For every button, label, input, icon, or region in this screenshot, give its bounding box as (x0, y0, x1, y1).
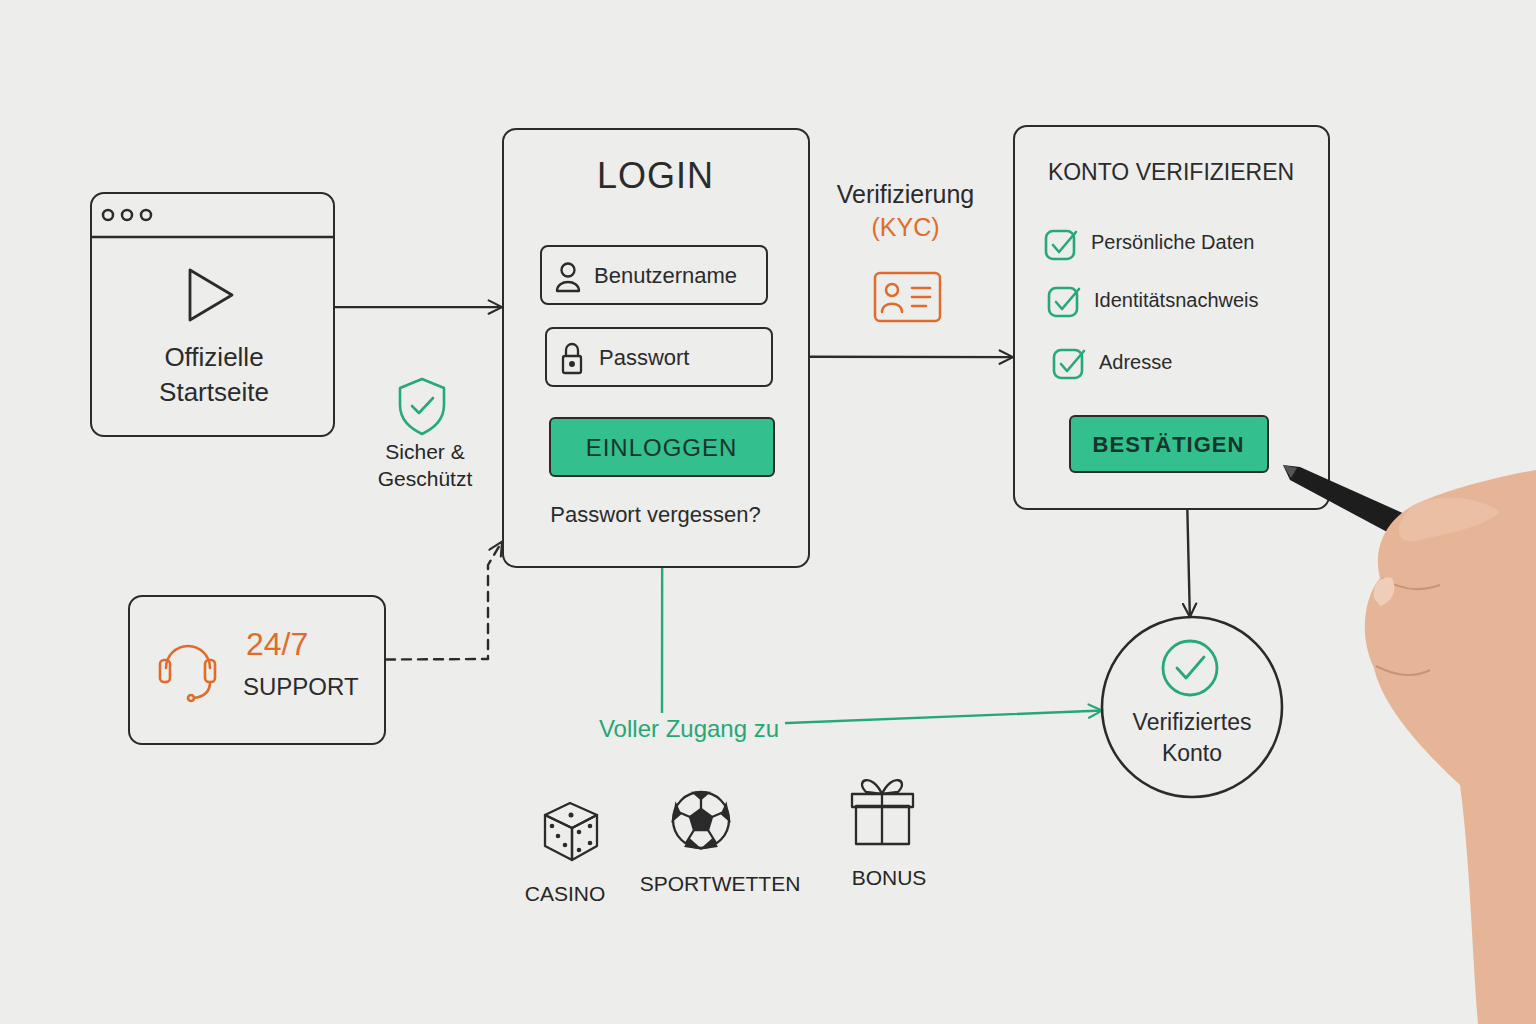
browser-window: Offizielle Startseite (90, 192, 335, 437)
gift-icon (852, 780, 913, 844)
lock-icon (563, 344, 581, 373)
input-field: Passwort (545, 327, 773, 387)
node-text: Identitätsnachweis (1094, 287, 1259, 314)
node-title: Offizielle Startseite (114, 340, 314, 410)
flow-arrow (1187, 510, 1190, 617)
circle-outline (1100, 615, 1284, 799)
check-icon (1046, 231, 1084, 378)
play-icon (190, 270, 232, 320)
node-title: LOGIN (504, 152, 807, 201)
circle-outline (1102, 617, 1282, 797)
node-text: SUPPORT (243, 671, 359, 703)
login-panel: LOGIN Passwort vergessen? BenutzernamePass… (502, 128, 810, 568)
category-label: CASINO (465, 880, 665, 907)
dice-icon (545, 803, 597, 860)
hand-palm (1365, 470, 1536, 1024)
login-button: EINLOGGEN (549, 417, 775, 477)
node-title: Passwort (599, 343, 689, 373)
connector-layer (335, 307, 1190, 728)
hand-thumb (1399, 498, 1500, 542)
verified-check-icon (1163, 641, 1217, 695)
node-text: Persönliche Daten (1091, 229, 1254, 256)
soccer-ball-icon (673, 792, 729, 848)
confirm-button: BESTÄTIGEN (1069, 415, 1269, 473)
fingernail (1374, 577, 1395, 606)
status-circle: Verifiziertes Konto (1100, 615, 1284, 799)
node-title: Verifiziertes Konto (1112, 707, 1272, 769)
node-text: Adresse (1099, 349, 1172, 376)
category-label: SPORTWETTEN (620, 870, 820, 897)
hand-fold (1376, 578, 1440, 675)
user-icon (557, 264, 579, 292)
node-text: Passwort vergessen? (504, 500, 807, 530)
security-note: Sicher & Geschützt (355, 438, 495, 493)
pen-tip (1283, 465, 1297, 478)
edge-label: Verifizierung (KYC) (818, 178, 993, 243)
node-title: KONTO VERIFIZIEREN (1015, 157, 1327, 188)
node-title: Benutzername (594, 261, 737, 291)
flow-arrow (335, 306, 502, 308)
headset-icon (160, 646, 215, 701)
category-label: BONUS (789, 864, 989, 891)
edge-label: Voller Zugang zu (593, 713, 785, 744)
verification-panel: KONTO VERIFIZIEREN Persönliche DatenIdent… (1013, 125, 1330, 510)
id-card-icon (875, 273, 940, 321)
node-title: BESTÄTIGEN (1071, 430, 1266, 460)
support-box: 24/7SUPPORT (128, 595, 386, 745)
flow-arrow (810, 356, 1013, 359)
node-title: EINLOGGEN (551, 432, 772, 464)
input-field: Benutzername (540, 245, 768, 305)
dashed-connector (386, 542, 502, 660)
shield-icon (400, 379, 444, 434)
browser-bar (91, 210, 334, 237)
flow-arrow (662, 568, 1102, 728)
node-title: 24/7 (246, 623, 308, 666)
pen (1283, 465, 1445, 556)
